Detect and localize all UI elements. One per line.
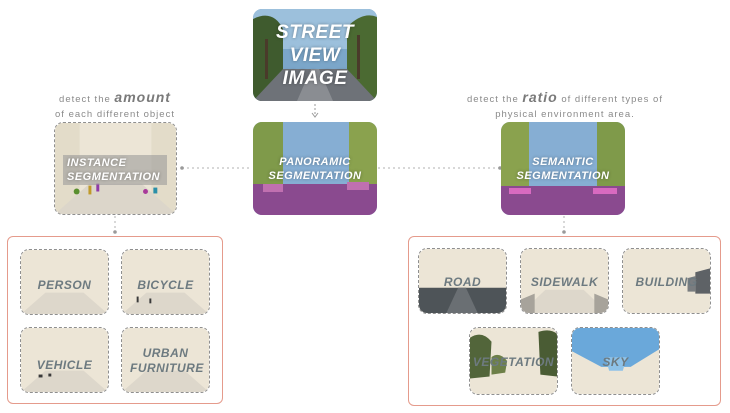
- street-view-title: STREET VIEW IMAGE: [276, 22, 354, 89]
- sidewalk-thumbnail: [521, 249, 608, 313]
- semantic-item-vegetation: VEGETATION: [469, 327, 558, 395]
- bicycle-label: BICYCLE: [137, 278, 194, 292]
- semantic-categories-group: [408, 236, 721, 406]
- instance-item-urban-furniture: URBAN FURNITURE: [121, 327, 210, 393]
- sky-label: SKY: [602, 355, 629, 369]
- urban-furniture-thumbnail: [122, 328, 209, 392]
- street-view-image-card: STREET VIEW IMAGE: [253, 9, 377, 101]
- instance-segmentation-label: INSTANCE SEGMENTATION: [67, 157, 160, 183]
- semantic-item-sidewalk: SIDEWALK: [520, 248, 609, 314]
- panoramic-segmentation-card: PANORAMIC SEGMENTATION: [253, 122, 377, 215]
- caption-emphasis-ratio: ratio: [522, 89, 558, 105]
- instance-item-vehicle: VEHICLE: [20, 327, 109, 393]
- person-thumbnail: [21, 250, 108, 314]
- instance-item-person: PERSON: [20, 249, 109, 315]
- vehicle-label: VEHICLE: [36, 358, 93, 372]
- road-label: ROAD: [443, 275, 482, 289]
- semantic-item-sky: SKY: [571, 327, 660, 395]
- panoramic-segmentation-label: PANORAMIC SEGMENTATION: [268, 156, 362, 182]
- instance-segmentation-card: INSTANCE SEGMENTATION: [54, 122, 177, 215]
- semantic-segmentation-label: SEMANTIC SEGMENTATION: [516, 156, 610, 182]
- road-thumbnail: [419, 249, 506, 313]
- building-label: BUILDING: [635, 275, 698, 289]
- caption-emphasis-amount: amount: [114, 89, 171, 105]
- street-view-photo: [253, 9, 377, 101]
- vegetation-thumbnail: [470, 328, 557, 394]
- semantic-scene: [501, 122, 625, 215]
- semantic-item-road: ROAD: [418, 248, 507, 314]
- semantic-segmentation-card: SEMANTIC SEGMENTATION: [501, 122, 625, 215]
- vegetation-label: VEGETATION: [472, 355, 555, 369]
- bicycle-thumbnail: [122, 250, 209, 314]
- caption-semantic: detect the ratio of different types of p…: [467, 89, 663, 121]
- instance-categories-group: [7, 236, 223, 404]
- panoramic-scene: [253, 122, 377, 215]
- instance-item-bicycle: BICYCLE: [121, 249, 210, 315]
- semantic-item-building: BUILDING: [622, 248, 711, 314]
- urban-furniture-label: URBAN FURNITURE: [130, 346, 204, 375]
- caption-instance: detect the amount of each different obje…: [55, 89, 175, 121]
- person-label: PERSON: [37, 278, 92, 292]
- sky-thumbnail: [572, 328, 659, 394]
- vehicle-thumbnail: [21, 328, 108, 392]
- building-thumbnail: [623, 249, 710, 313]
- sidewalk-label: SIDEWALK: [530, 275, 599, 289]
